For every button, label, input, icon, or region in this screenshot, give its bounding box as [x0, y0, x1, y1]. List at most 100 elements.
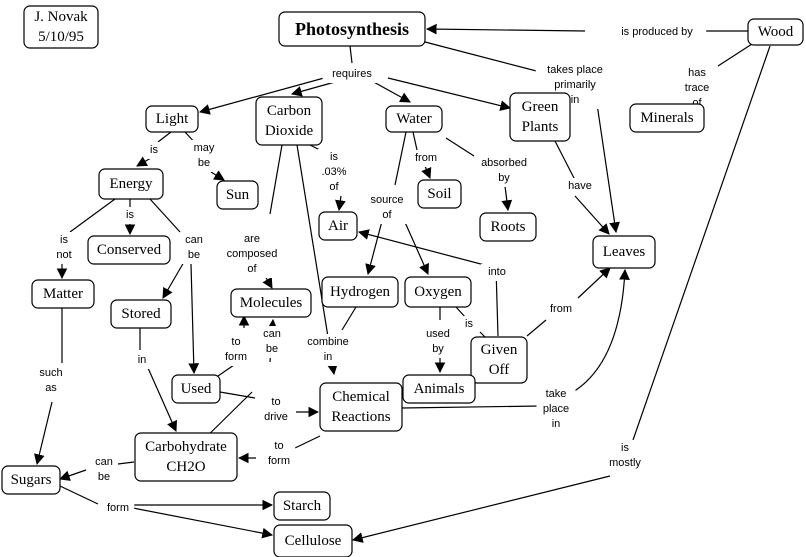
node-leaves: Leaves [592, 235, 656, 269]
link-label-text: is [126, 209, 134, 221]
link-line [149, 198, 181, 233]
link-label-text: is produced by [621, 26, 693, 38]
node-cellulose: Cellulose [273, 524, 353, 557]
node-sugars-text: Sugars [11, 472, 52, 488]
link-line [501, 185, 513, 212]
node-hydrogen-text: Hydrogen [330, 284, 390, 300]
node-matter-text: Matter [43, 286, 83, 302]
link-label-from-soil: from [409, 150, 443, 167]
node-sun: Sun [216, 180, 259, 210]
node-matter: Matter [31, 279, 95, 309]
link-label-text: is [60, 234, 68, 246]
link-line [394, 131, 407, 186]
node-conserved: Conserved [87, 235, 171, 265]
node-given-off-text: Given [481, 342, 518, 358]
link-line [147, 367, 177, 432]
link-label-text: .03% [321, 166, 346, 178]
node-roots-text: Roots [490, 219, 525, 235]
node-chemical-reactions-text: Chemical [332, 389, 389, 405]
node-energy-text: Energy [109, 176, 153, 192]
link-label-text: take [546, 388, 567, 400]
link-label-text: in [324, 351, 333, 363]
link-label-text: combine [307, 336, 349, 348]
node-carbohydrate-text: CH2O [166, 459, 205, 475]
node-energy: Energy [98, 168, 164, 200]
link-label-text: drive [264, 411, 288, 423]
node-photosynthesis: Photosynthesis [278, 11, 426, 47]
link-line [632, 45, 771, 441]
link-label-text: is [330, 151, 338, 163]
link-label-text: can [95, 456, 113, 468]
link-label-text: place [543, 403, 569, 415]
link-label-text: of [329, 181, 339, 193]
node-air-text: Air [328, 218, 348, 234]
link-line [526, 319, 547, 337]
link-line [58, 469, 87, 481]
node-chemical-reactions-text: Reactions [331, 409, 390, 425]
node-soil: Soil [417, 179, 462, 209]
node-soil-text: Soil [427, 186, 451, 202]
link-label-text: from [415, 152, 437, 164]
node-water-text: Water [396, 111, 431, 127]
link-line [198, 77, 325, 115]
node-given-off-text: Off [489, 362, 510, 378]
link-line [401, 405, 541, 409]
node-photosynthesis-text: Photosynthesis [295, 19, 409, 39]
node-minerals: Minerals [629, 103, 705, 133]
link-label-text: are [244, 233, 260, 245]
link-label-text: of [692, 97, 702, 109]
node-used: Used [171, 374, 221, 404]
node-animals-text: Animals [414, 381, 465, 397]
link-label-text: in [571, 94, 580, 106]
link-label-text: of [247, 263, 257, 275]
link-label-text: to [274, 440, 283, 452]
link-label-text: is [150, 144, 158, 156]
link-line [132, 507, 274, 539]
node-wood-text: Wood [758, 24, 794, 40]
link-label-text: mostly [609, 457, 641, 469]
node-stored-text: Stored [121, 306, 161, 322]
link-label-text: into [488, 266, 506, 278]
link-label-text: may [194, 142, 215, 154]
link-line [335, 195, 346, 212]
link-label-text: as [45, 382, 57, 394]
node-stored: Stored [110, 299, 172, 329]
link-label-text: be [198, 157, 210, 169]
link-label-text: to [231, 336, 240, 348]
node-molecules: Molecules [230, 288, 312, 318]
link-line [387, 77, 512, 111]
node-carbohydrate-text: Carbohydrate [145, 439, 227, 455]
node-starch-text: Starch [283, 498, 322, 514]
link-line [424, 41, 549, 75]
link-line [596, 103, 620, 234]
link-line [554, 140, 576, 181]
link-line [421, 165, 432, 179]
link-line [572, 268, 630, 393]
link-label-text: can [185, 234, 203, 246]
link-label-text: trace [685, 82, 709, 94]
node-oxygen: Oxygen [404, 276, 472, 308]
link-line [351, 475, 611, 543]
link-line [162, 261, 185, 299]
node-leaves-text: Leaves [603, 244, 646, 260]
link-label-text: primarily [554, 79, 596, 91]
node-light-text: Light [156, 111, 189, 127]
node-molecules-text: Molecules [240, 295, 303, 311]
link-label-text: takes place [547, 64, 603, 76]
node-oxygen-text: Oxygen [414, 284, 462, 300]
link-line [34, 401, 53, 466]
